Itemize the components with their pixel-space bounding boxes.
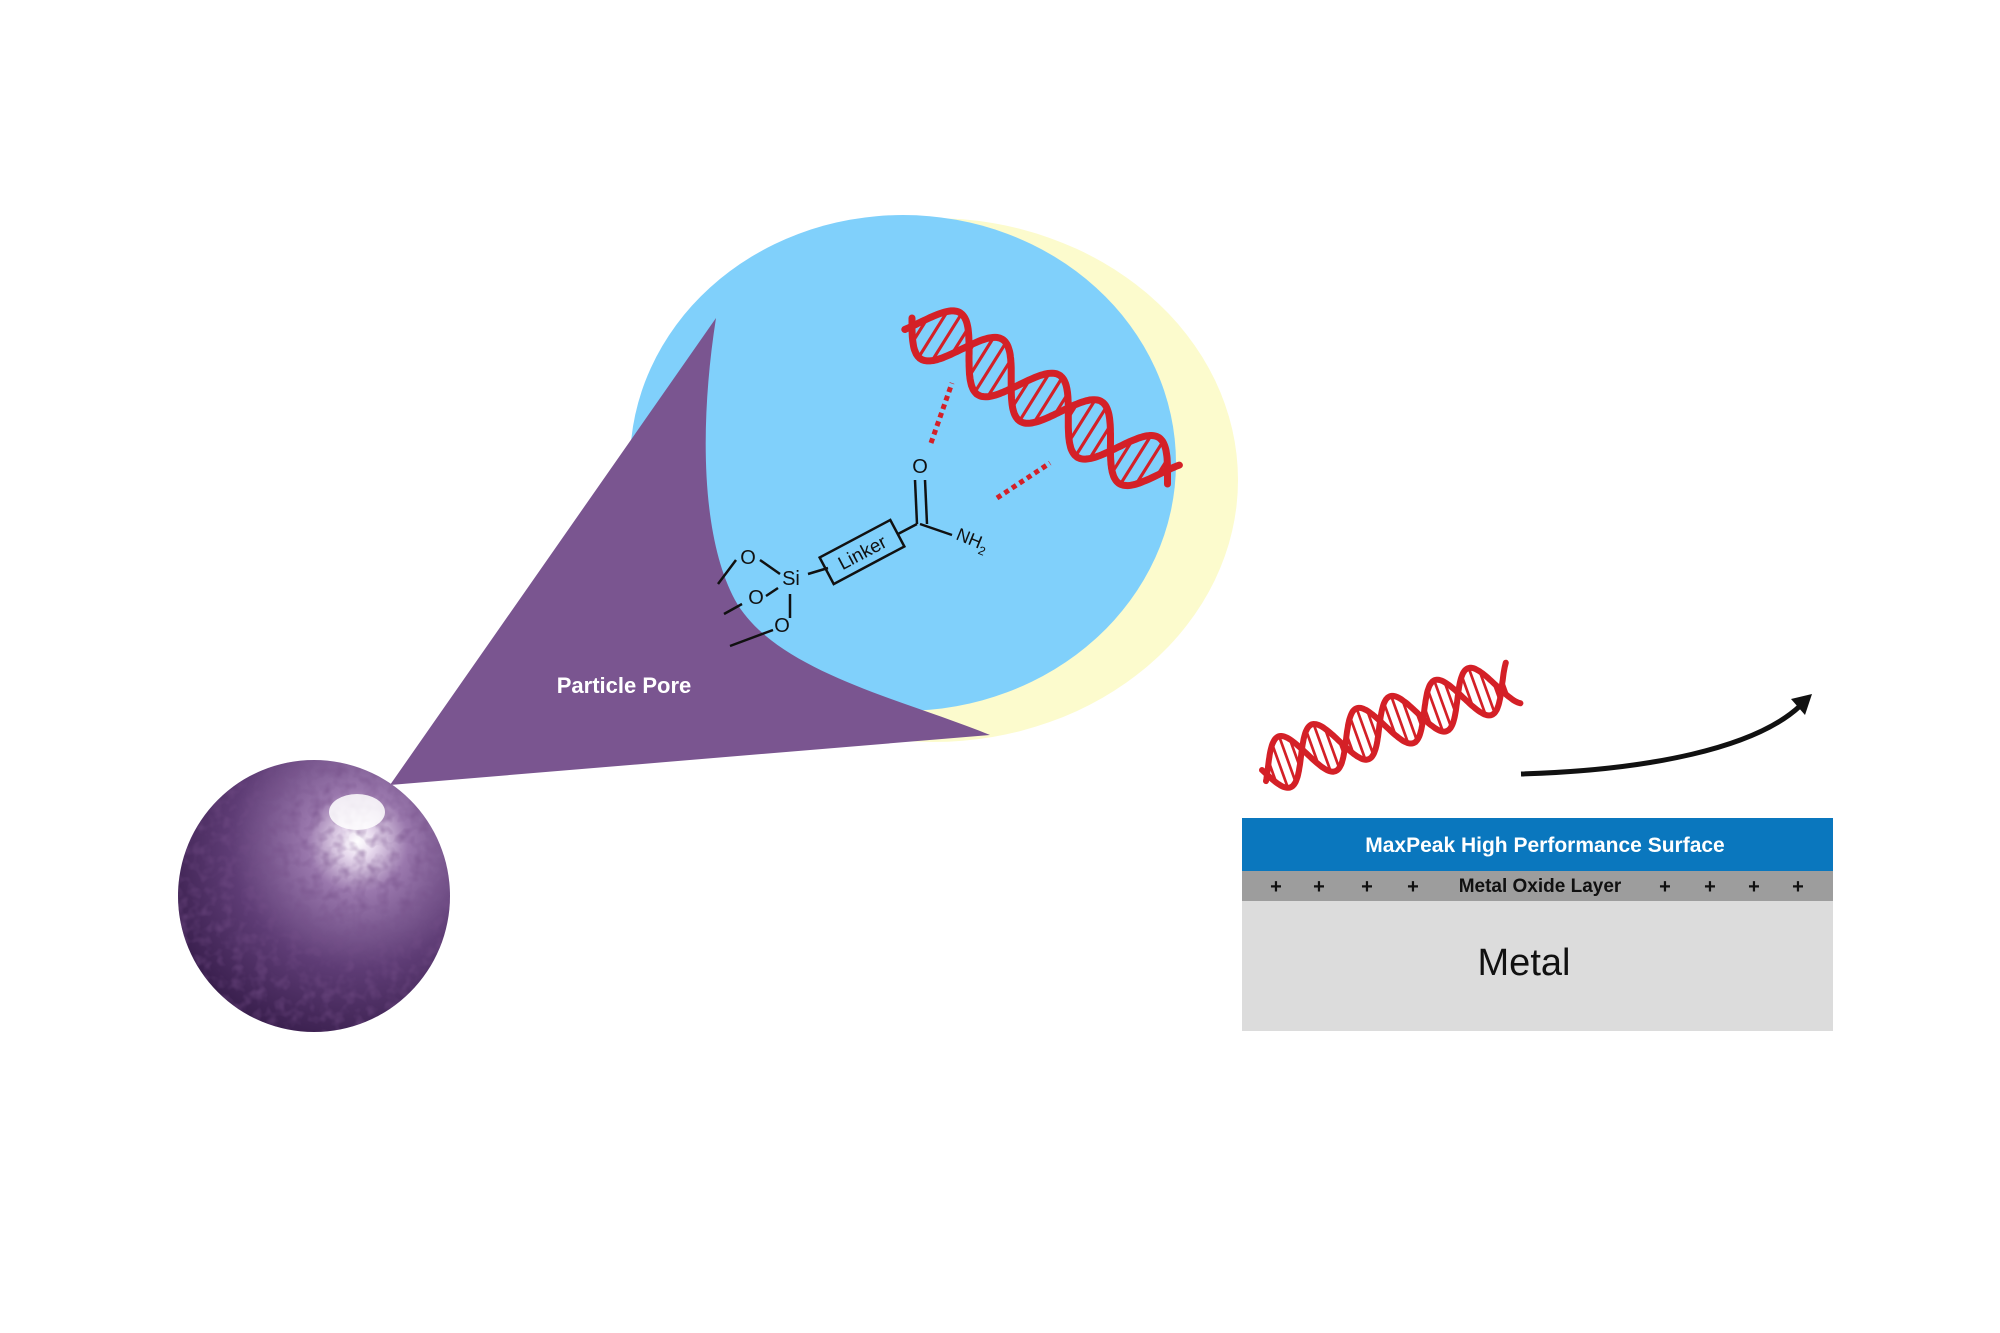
dna-base-pair [968,336,996,377]
dna-base-pair [973,341,1008,393]
curved-arrow-icon [1520,704,1802,777]
maxpeak-surface-layer [1242,818,1833,871]
dna-base-pair [1267,761,1278,783]
dna-base-pair [1032,376,1064,424]
hydrogen-bond-lines [928,382,1052,501]
positive-charge-symbol: + [1270,876,1282,898]
positive-charge-symbol: + [1361,876,1373,898]
dna-helix-icon [901,307,1183,490]
zoom-circle [630,215,1176,711]
dna-base-pair [950,327,970,355]
dna-base-pair [1401,699,1419,741]
dna-base-pair [1355,707,1375,756]
dna-base-pair [1492,682,1501,701]
dna-base-pair [1288,738,1301,767]
metal-label: Metal [1478,942,1571,984]
dna-strand [1263,659,1509,785]
carbonyl-oxygen-label: O [912,456,928,478]
silane-linker-structure [717,479,953,648]
dna-base-pair [1134,440,1165,485]
dna-base-pair [1415,711,1424,728]
oxygen-label-top: O [740,547,756,569]
dna-base-pair [1348,716,1367,761]
positive-charge-symbol: + [1748,876,1760,898]
metal-oxide-layer [1242,871,1833,901]
positive-charge-symbol: + [1407,876,1419,898]
dna-base-pair [1443,681,1457,713]
dna-base-pair [1111,439,1134,474]
dna-base-pair [1423,707,1433,726]
hydrogen-bond-line-lower [995,460,1052,501]
positive-charges: + + + + + + + + [1270,876,1804,898]
dna-base-pair [1156,458,1169,476]
dna-base-pair [1382,702,1397,736]
dna-base-pair [1088,424,1112,460]
dna-base-pair [1067,398,1097,442]
arrow-head [1791,694,1812,715]
pore-zoom [628,215,1238,742]
dna-base-pair [1337,740,1346,755]
maxpeak-surface-label: MaxPeak High Performance Surface [1365,834,1724,857]
dna-base-pair [1312,723,1332,772]
hydrogen-bond-line-upper [928,382,955,444]
dna-base-pair [1478,670,1496,714]
dna-base-pair [1011,378,1031,408]
dna-base-pair [1460,675,1475,707]
dna-base-pair [1053,393,1069,416]
positive-charge-symbol: + [1792,876,1804,898]
dna-base-pair [1066,403,1079,419]
positive-charge-symbol: + [1704,876,1716,898]
dna-base-pair [967,342,976,353]
linker-box [817,518,907,586]
dna-base-pair [1323,728,1341,769]
dna-base-pair [1426,689,1445,732]
dna-base-pair [1366,710,1379,740]
dna-base-pair [1378,719,1383,723]
particle-pore-label: Particle Pore [557,673,692,698]
dna-base-pair [986,359,1013,398]
dna-strand [901,307,1171,488]
dna-base-pair [911,318,929,343]
dna-base-pair [1467,667,1487,716]
dna-base-pair [1074,406,1108,457]
dna-base-pair [1277,735,1297,783]
oxygen-label-bottom: O [774,615,790,637]
dna-base-pair [1389,695,1410,744]
dna-base-pair [1501,680,1510,697]
dna-helix-icon [1259,659,1524,791]
maxpeak-surface-stack: MaxPeak High Performance Surface Metal O… [1242,818,1833,1031]
oxygen-label-middle: O [748,587,764,609]
dna-base-pair [917,310,949,359]
silicon-label: Si [782,568,800,590]
dna-base-pair [1119,434,1153,486]
dna-base-pair [1432,679,1453,728]
metal-layer [1242,901,1833,1031]
dna-base-pair [1018,372,1051,422]
sphere-particle-icon [178,760,450,1032]
dna-strand [908,314,1183,490]
positive-charge-symbol: + [1313,876,1325,898]
dna-base-pair [1108,449,1112,453]
particle-pore-wedge [390,318,990,785]
dna-base-pair [1271,743,1290,789]
dna-base-pair [1301,746,1306,752]
positive-charge-symbol: + [1659,876,1671,898]
dna-base-pair [1304,730,1320,765]
dna-base-pair [930,312,963,362]
dna-base-pair [1345,734,1355,755]
metal-oxide-label: Metal Oxide Layer [1459,876,1622,897]
dna-base-pair [1005,383,1013,392]
